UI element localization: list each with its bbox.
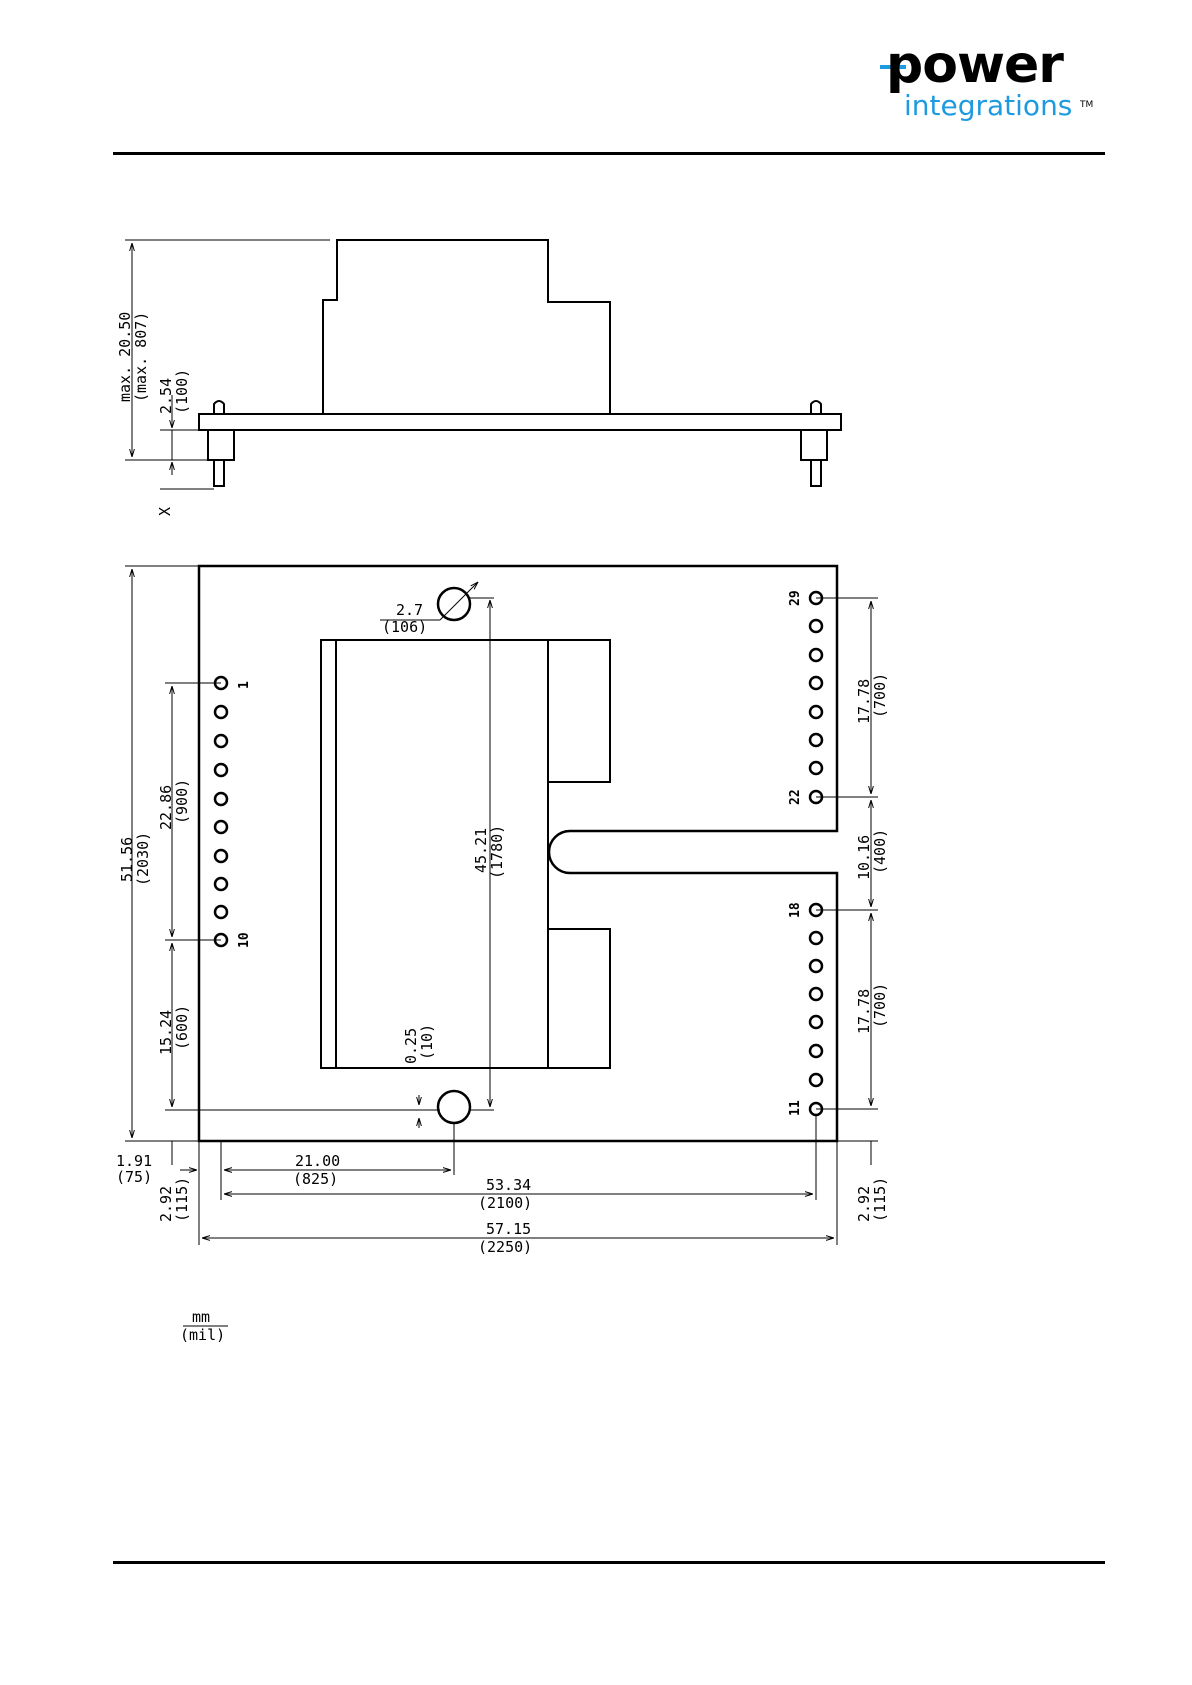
- dim-hole-span-mil: (1780): [488, 825, 506, 879]
- side-view-dimensions: [125, 240, 330, 489]
- pin-label-10: 10: [237, 932, 252, 948]
- dim-pin-span-mil: (2100): [478, 1194, 532, 1212]
- pin-row-right-lower: [810, 904, 822, 1115]
- dim-bottom-left-mil: (115): [173, 1177, 191, 1222]
- dim-total-width-mil: (2250): [478, 1238, 532, 1256]
- pin-2: [215, 706, 227, 718]
- pin-13: [810, 1045, 822, 1057]
- component-tab-lower: [548, 929, 610, 1068]
- mounting-hole-bottom: [438, 1091, 470, 1123]
- top-view-dimensions: [125, 566, 878, 1245]
- pin-15: [810, 988, 822, 1000]
- dim-left-edge-mil: (75): [116, 1168, 152, 1186]
- dim-pin-span-mm: 53.34: [486, 1176, 531, 1194]
- pin-label-1: 1: [237, 681, 252, 689]
- pin-24: [810, 734, 822, 746]
- pin-14: [810, 1016, 822, 1028]
- pin-left-top: [214, 401, 224, 414]
- component-footprint: [321, 640, 610, 1068]
- dim-right-lower-mil: (700): [871, 983, 889, 1028]
- pin-right-top: [811, 401, 821, 414]
- pin-row-right-upper: [810, 592, 822, 803]
- pin-row-left: [215, 677, 227, 946]
- component-outline: [323, 240, 610, 414]
- pin-6: [215, 821, 227, 833]
- pin-26: [810, 677, 822, 689]
- pin-label-22: 22: [788, 789, 803, 805]
- pin-17: [810, 932, 822, 944]
- dim-right-upper-mil: (700): [871, 673, 889, 718]
- component-tab-upper: [548, 640, 610, 782]
- dim-board-mil: (100): [173, 369, 191, 414]
- dim-total-width-mm: 57.15: [486, 1220, 531, 1238]
- pin-label-18: 18: [788, 902, 803, 918]
- dim-hole-diameter-mm: 2.7: [396, 601, 423, 619]
- standoff-left: [208, 430, 234, 460]
- dim-lower-left-mil: (600): [173, 1005, 191, 1050]
- unit-legend-mil: (mil): [180, 1326, 225, 1344]
- dim-bottom-right-mil: (115): [871, 1177, 889, 1222]
- board-side: [199, 414, 841, 430]
- dim-height-mil: (max. 807): [132, 312, 150, 402]
- unit-legend-mm: mm: [192, 1308, 210, 1326]
- pin-27: [810, 649, 822, 661]
- pin-left-bottom: [214, 460, 224, 486]
- dim-slot-mil: (400): [871, 829, 889, 874]
- side-view: [199, 240, 841, 486]
- pin-7: [215, 850, 227, 862]
- pin-9: [215, 906, 227, 918]
- pin-23: [810, 762, 822, 774]
- pin-5: [215, 793, 227, 805]
- standoff-right: [801, 430, 827, 460]
- pin-12: [810, 1074, 822, 1086]
- board-outline-top: [199, 566, 837, 1141]
- pin-8: [215, 878, 227, 890]
- pin-25: [810, 706, 822, 718]
- mounting-hole-top: [438, 588, 470, 620]
- pin-right-bottom: [811, 460, 821, 486]
- top-view: [199, 566, 837, 1141]
- dim-hole-x-mil: (825): [293, 1170, 338, 1188]
- dim-offset-mil: (10): [418, 1024, 436, 1060]
- dim-total-height-mil: (2030): [134, 832, 152, 886]
- pin-28: [810, 620, 822, 632]
- pin-label-29: 29: [788, 590, 803, 606]
- pin-4: [215, 764, 227, 776]
- component-body: [321, 640, 548, 1068]
- dim-left-pins-mil: (900): [173, 779, 191, 824]
- pin-label-11: 11: [788, 1100, 803, 1116]
- dim-pin-length: X: [156, 507, 174, 516]
- pin-16: [810, 960, 822, 972]
- unit-legend: mm (mil): [180, 1308, 228, 1344]
- pin-3: [215, 735, 227, 747]
- dim-hole-diameter-mil: (106): [382, 618, 427, 636]
- dim-hole-x-mm: 21.00: [295, 1152, 340, 1170]
